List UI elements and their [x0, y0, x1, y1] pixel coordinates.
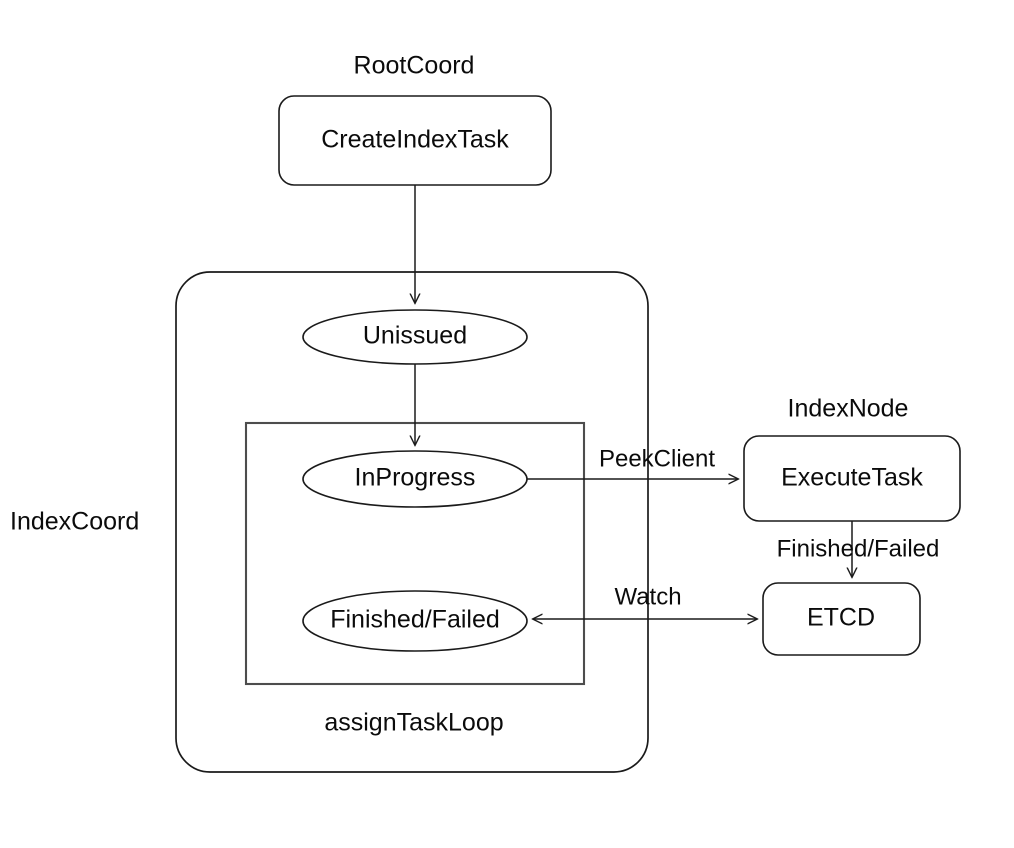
edge-in-progress-to-execute-task: PeekClient	[527, 445, 738, 479]
node-shape[interactable]	[762, 582, 921, 656]
node-unissued[interactable]: Unissued	[302, 309, 528, 365]
node-in-progress[interactable]: InProgress	[302, 450, 528, 508]
node-label-etcd: ETCD	[807, 604, 875, 632]
node-shape[interactable]	[302, 309, 528, 365]
group-label-root-coord: RootCoord	[354, 52, 475, 80]
group-label-assign-task-loop: assignTaskLoop	[324, 709, 503, 737]
node-label-in-progress: InProgress	[355, 464, 476, 492]
node-label-unissued: Unissued	[363, 322, 467, 350]
node-label-finished-failed: Finished/Failed	[330, 606, 500, 634]
edge-execute-task-to-etcd: Finished/Failed	[777, 521, 940, 577]
group-label-index-node: IndexNode	[788, 395, 909, 423]
node-label-create-index-task: CreateIndexTask	[321, 126, 509, 154]
node-etcd[interactable]: ETCD	[762, 582, 921, 656]
node-shape[interactable]	[278, 95, 552, 186]
node-shape[interactable]	[743, 435, 961, 522]
node-finished-failed[interactable]: Finished/Failed	[302, 590, 528, 652]
group-boundary-index-coord	[175, 271, 649, 773]
node-create-index-task[interactable]: CreateIndexTask	[278, 95, 552, 186]
node-execute-task[interactable]: ExecuteTask	[743, 435, 961, 522]
edge-label-finished-failed: Finished/Failed	[777, 535, 940, 562]
edge-label-watch: Watch	[614, 583, 681, 610]
node-label-execute-task: ExecuteTask	[781, 464, 923, 492]
node-shape[interactable]	[302, 590, 528, 652]
edge-label-peek-client: PeekClient	[599, 445, 715, 472]
group-label-index-coord: IndexCoord	[10, 508, 139, 536]
edge-etcd-watch-finished-failed: Watch	[533, 583, 757, 619]
node-shape[interactable]	[302, 450, 528, 508]
